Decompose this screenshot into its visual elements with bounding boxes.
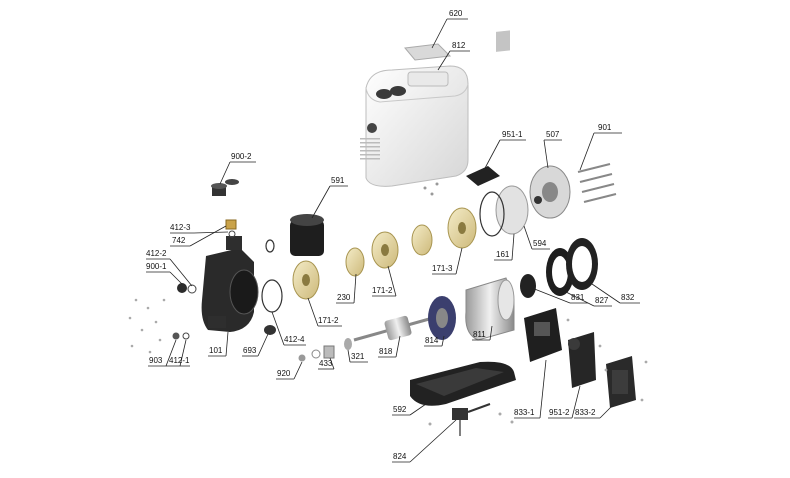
callout-507: 507: [546, 130, 560, 139]
oring-412-3: [228, 230, 236, 238]
board-951-2: [568, 332, 596, 388]
callout-171-3: 171-3: [432, 264, 453, 273]
callout-831: 831: [571, 293, 585, 302]
callout-903: 903: [149, 356, 163, 365]
callout-814: 814: [425, 336, 439, 345]
loose-screws-left: [128, 298, 166, 354]
flange-507: [529, 165, 571, 219]
callout-900-1: 900-1: [146, 262, 167, 271]
callout-433: 433: [319, 359, 333, 368]
callout-412-3: 412-3: [170, 223, 191, 232]
plug-903: [172, 332, 180, 340]
callout-818: 818: [379, 347, 393, 356]
callout-412-2: 412-2: [146, 249, 167, 258]
callout-832: 832: [621, 293, 635, 302]
callout-592: 592: [393, 405, 407, 414]
callout-827: 827: [595, 296, 609, 305]
callout-101: 101: [209, 346, 223, 355]
callout-920: 920: [277, 369, 291, 378]
panel-620: [404, 43, 452, 61]
callout-812: 812: [452, 41, 466, 50]
callout-620: 620: [449, 9, 463, 18]
fitting-742: [225, 219, 237, 230]
callout-591: 591: [331, 176, 345, 185]
callout-693: 693: [243, 346, 257, 355]
callout-833-1: 833-1: [514, 408, 535, 417]
callout-171-2-upper: 171-2: [372, 286, 393, 295]
plug-900-2: [211, 179, 239, 196]
cover-832: [566, 238, 598, 290]
oring-412-1: [182, 332, 190, 340]
bracket-824: [452, 403, 491, 436]
callout-412-4: 412-4: [284, 335, 305, 344]
callout-742: 742: [172, 236, 186, 245]
callout-171-2-lower: 171-2: [318, 316, 339, 325]
callout-321: 321: [351, 352, 365, 361]
bolts-901: [577, 163, 617, 203]
callout-161: 161: [496, 250, 510, 259]
callout-900-2: 900-2: [231, 152, 252, 161]
base-screws: [428, 412, 514, 426]
impeller-230: [345, 247, 365, 277]
control-screws: [566, 318, 648, 402]
impeller-171-2: [371, 231, 399, 269]
oring-seal: [479, 191, 505, 237]
base-592: [410, 361, 516, 406]
callout-951-2: 951-2: [549, 408, 570, 417]
oring-large: [261, 279, 283, 313]
plug-900-1: [177, 283, 187, 293]
oring-small: [265, 239, 275, 253]
callout-824: 824: [393, 452, 407, 461]
impeller-171-2-lower: [292, 260, 320, 300]
housing-cover-812: [360, 65, 469, 187]
callouts: 620 812 951-1 507 901 900-2 591 412-3 74…: [146, 9, 640, 463]
impeller-disc-a: [411, 224, 433, 256]
disk-161: [495, 185, 529, 235]
callout-833-2: 833-2: [575, 408, 596, 417]
impeller-171-3: [447, 207, 477, 249]
motor-housing-811: [465, 277, 515, 341]
housing-screws: [423, 182, 439, 196]
fan-831: [520, 274, 536, 298]
shaft-parts: [298, 338, 352, 362]
stator-814: [428, 296, 456, 340]
callout-901: 901: [598, 123, 612, 132]
callout-811: 811: [473, 330, 486, 339]
plate-951-1: [466, 166, 500, 186]
callout-594: 594: [533, 239, 547, 248]
callout-412-1: 412-1: [169, 356, 190, 365]
callout-951-1: 951-1: [502, 130, 523, 139]
rotor-818: [353, 314, 441, 342]
callout-230: 230: [337, 293, 351, 302]
filter-591: [290, 214, 324, 256]
side-plate: [496, 30, 510, 52]
cover-833-2: [606, 356, 636, 408]
oring-412-2: [187, 284, 197, 294]
pump-body-101: [201, 236, 259, 332]
control-box-833-1: [524, 308, 562, 362]
knob-693: [264, 325, 276, 335]
